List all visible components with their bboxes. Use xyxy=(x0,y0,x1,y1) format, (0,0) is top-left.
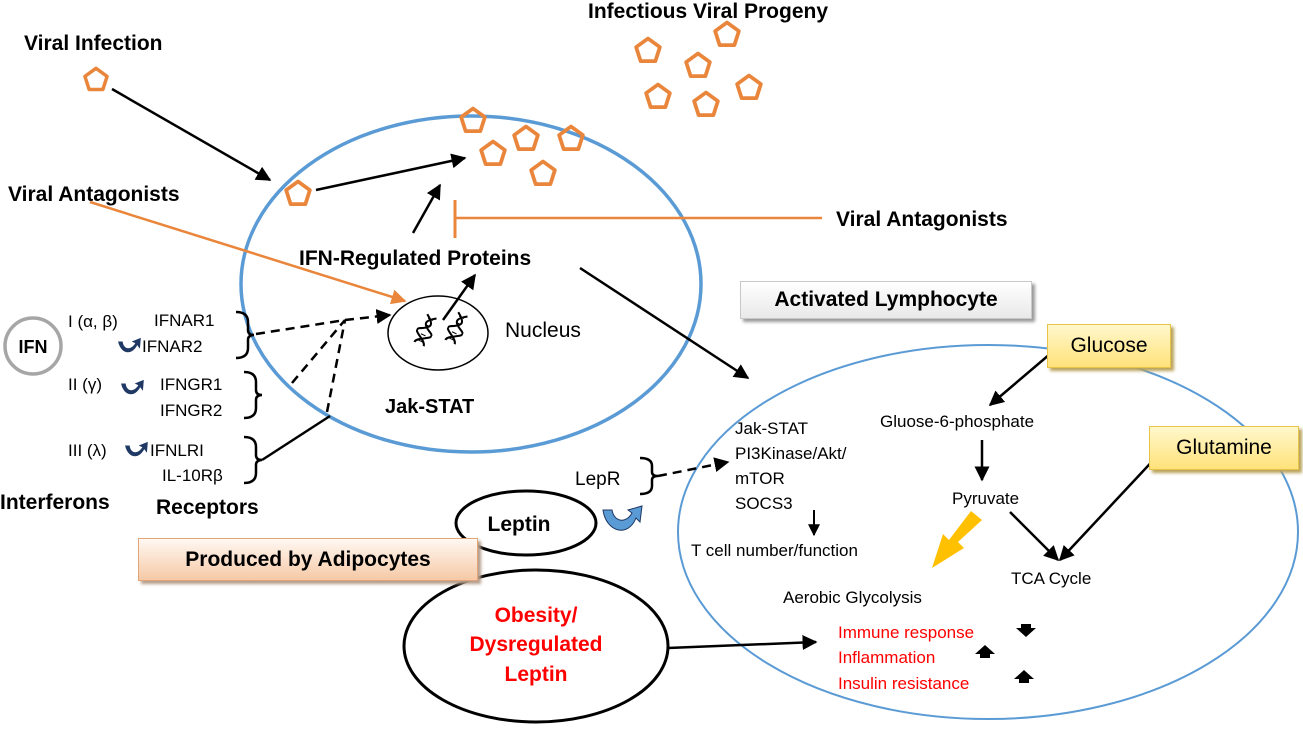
leptin-label: Leptin xyxy=(488,513,551,536)
t-cell-label: T cell number/function xyxy=(691,541,858,560)
inflammation-label: Inflammation xyxy=(838,648,935,667)
virus-icon xyxy=(479,139,507,166)
dashed-arrow-to-nucleus xyxy=(344,309,392,324)
virus-icon xyxy=(692,90,720,117)
antagonist-arrow-left xyxy=(89,200,407,305)
immune-response-label: Immune response xyxy=(838,623,974,642)
receptors-label: Receptors xyxy=(156,496,259,519)
virus-icon xyxy=(735,73,763,100)
virus-icon xyxy=(83,66,109,92)
ifngr2-label: IFNGR2 xyxy=(160,401,222,420)
arrow-infection-to-cell xyxy=(111,87,272,182)
signal-mtor: mTOR xyxy=(735,469,785,488)
receptor-bracket-3 xyxy=(243,435,263,485)
ifngr1-label: IFNGR1 xyxy=(160,375,222,394)
ifn-binding-arrow-icon xyxy=(118,337,141,353)
jak-stat-label: Jak-STAT xyxy=(385,396,474,418)
ifn-type3-label: III (λ) xyxy=(68,441,107,460)
up-arrow-icon xyxy=(1014,670,1034,683)
arrow-nucleus-to-proteins xyxy=(441,273,477,321)
ifn-binding-arrow-icon xyxy=(121,379,144,395)
ifnar1-label: IFNAR1 xyxy=(154,311,214,330)
virus-icon xyxy=(529,159,557,186)
up-arrow-icon xyxy=(975,645,995,658)
lepr-label: LepR xyxy=(575,469,620,490)
virus-icon xyxy=(644,82,672,109)
arrow-glucose-to-g6p xyxy=(988,353,1051,406)
virus-icon xyxy=(284,179,312,206)
arrow-obesity-to-effects xyxy=(667,635,818,651)
virus-icon xyxy=(684,51,712,78)
obesity-ellipse xyxy=(402,568,670,724)
signal-pi3k: PI3Kinase/Akt/ xyxy=(735,444,847,463)
tca-label: TCA Cycle xyxy=(1011,569,1091,588)
obesity-line3: Leptin xyxy=(505,663,568,686)
nucleus xyxy=(387,295,489,371)
nucleus-label: Nucleus xyxy=(505,319,581,342)
obesity-line1: Obesity/ xyxy=(495,604,578,627)
ifn-type1-label: I (α, β) xyxy=(68,312,118,331)
leptin-binding-arrow-icon xyxy=(602,505,643,531)
ifnar2-label: IFNAR2 xyxy=(142,337,202,356)
ifn-label: IFN xyxy=(19,337,48,357)
pyruvate-label: Pyruvate xyxy=(952,489,1019,508)
g6p-label: Gluose-6-phosphate xyxy=(880,412,1034,431)
arrow-glutamine-to-tca xyxy=(1058,452,1161,562)
receptor-bracket-1 xyxy=(235,310,255,360)
produced-by-adipocytes-label: Produced by Adipocytes xyxy=(138,538,478,581)
virus-icon xyxy=(713,20,741,47)
arrow-pyruvate-to-tca xyxy=(1009,511,1060,562)
infected-cell xyxy=(239,114,703,454)
infectious-progeny-label: Infectious Viral Progeny xyxy=(588,0,828,23)
glutamine-box: Glutamine xyxy=(1149,426,1299,470)
receptor-dashed-line-1 xyxy=(255,318,346,336)
interferons-label: Interferons xyxy=(0,491,110,514)
down-arrow-icon xyxy=(1016,624,1036,637)
leptin-ellipse xyxy=(454,489,598,557)
ifn-circle xyxy=(3,316,63,376)
ifnlr1-label: IFNLRI xyxy=(150,441,204,460)
viral-antagonists-right-label: Viral Antagonists xyxy=(836,208,1008,231)
receptor-dashed-line-3 xyxy=(325,319,347,413)
lymphocyte-cell xyxy=(677,344,1299,720)
viral-antagonists-left-label: Viral Antagonists xyxy=(8,183,180,206)
arrow-ifn-proteins-up xyxy=(411,183,442,234)
receptor-line-3 xyxy=(261,414,331,462)
il10rb-label: IL-10Rβ xyxy=(162,466,223,485)
virus-icon xyxy=(634,36,662,63)
virus-icon xyxy=(512,124,540,151)
viral-infection-label: Viral Infection xyxy=(24,32,162,55)
signal-socs3: SOCS3 xyxy=(735,494,793,513)
ifn-type2-label: II (γ) xyxy=(68,375,102,394)
virus-icon xyxy=(459,106,487,133)
receptor-dashed-line-2 xyxy=(291,319,346,384)
glucose-box: Glucose xyxy=(1047,324,1171,368)
lepr-bracket xyxy=(639,456,659,496)
lepr-dashed-arrow xyxy=(657,457,730,478)
insulin-resistance-label: Insulin resistance xyxy=(838,674,969,693)
activated-lymphocyte-title: Activated Lymphocyte xyxy=(740,281,1032,319)
signal-jak-stat: Jak-STAT xyxy=(735,419,808,438)
receptor-bracket-2 xyxy=(243,370,263,420)
aerobic-label: Aerobic Glycolysis xyxy=(783,588,922,607)
arrow-proteins-to-lymphocyte xyxy=(579,266,750,380)
arrow-virus-replication xyxy=(315,153,467,192)
ifn-binding-arrow-icon xyxy=(125,441,148,457)
arrow-aerobic-glycolysis xyxy=(932,511,982,568)
obesity-line2: Dysregulated xyxy=(469,633,602,656)
ifn-regulated-proteins-label: IFN-Regulated Proteins xyxy=(299,247,531,270)
